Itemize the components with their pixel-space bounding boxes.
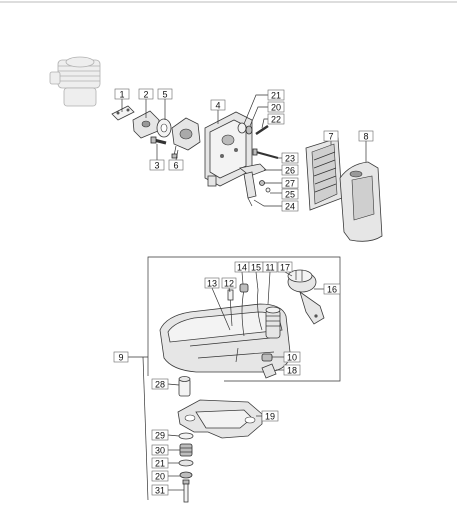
callout-12-label: 12 (224, 279, 234, 289)
callout-16: 16 (314, 283, 341, 295)
part-washer-ring (237, 122, 253, 135)
callout-20-upper: 20 (249, 101, 285, 127)
callout-13: 13 (204, 277, 231, 331)
part-fuel-fitting (261, 353, 277, 379)
callout-10: 10 (272, 351, 301, 363)
part-spring (179, 443, 193, 457)
callout-15-label: 15 (251, 263, 261, 273)
callout-17-label: 17 (280, 263, 290, 273)
engine-reference-image (49, 56, 101, 107)
callout-26: 26 (264, 164, 299, 176)
part-bushing (178, 376, 191, 397)
callout-7: 7 (323, 130, 339, 145)
callout-14-label: 14 (237, 263, 247, 273)
callout-31-label: 31 (155, 486, 165, 496)
callout-10-label: 10 (287, 353, 297, 363)
callout-25: 25 (270, 188, 299, 200)
callout-22: 22 (261, 113, 285, 129)
callout-21-lower-label: 21 (155, 459, 165, 469)
callout-7-label: 7 (328, 132, 333, 142)
callout-20-lower-label: 20 (155, 472, 165, 482)
part-gasket (111, 105, 135, 121)
part-carburetor-gasket (156, 118, 172, 138)
callout-29: 29 (151, 429, 180, 441)
callout-27-label: 27 (285, 179, 295, 189)
part-air-filter-element (305, 137, 343, 211)
callout-15: 15 (248, 261, 264, 291)
part-choke-lever (243, 171, 257, 207)
callout-5-label: 5 (162, 90, 167, 100)
callout-18-label: 18 (287, 366, 297, 376)
callout-23: 23 (278, 152, 299, 164)
callout-11-label: 11 (265, 263, 274, 273)
callout-4: 4 (210, 99, 226, 124)
callout-1: 1 (114, 88, 130, 112)
callout-9-label: 9 (118, 353, 123, 363)
callout-18: 18 (276, 364, 301, 376)
part-fuel-cap (287, 269, 325, 325)
callout-14: 14 (234, 261, 250, 285)
part-air-filter-cover (339, 161, 383, 242)
callout-19-label: 19 (265, 412, 275, 422)
part-screw-upper (255, 124, 269, 136)
part-support-bracket (177, 399, 263, 439)
callout-26-label: 26 (285, 166, 295, 176)
callout-1-label: 1 (119, 90, 124, 100)
callout-8: 8 (358, 130, 374, 162)
fuel-tank-group-frame (147, 256, 341, 382)
callout-28: 28 (151, 378, 180, 390)
callout-27: 27 (264, 177, 299, 189)
callout-22-label: 22 (271, 115, 281, 125)
callout-9: 9 (113, 351, 129, 363)
callout-2-label: 2 (143, 90, 148, 100)
part-lower-bolt (182, 479, 190, 503)
callout-20-upper-label: 20 (271, 103, 281, 113)
part-bolt (150, 136, 167, 145)
callout-24-label: 24 (285, 202, 295, 212)
callout-25-label: 25 (285, 190, 295, 200)
callout-28-label: 28 (155, 380, 165, 390)
part-spring-washer (178, 432, 194, 440)
callout-4-label: 4 (215, 101, 220, 111)
callout-6: 6 (168, 149, 184, 171)
callout-8-label: 8 (363, 132, 368, 142)
callout-19: 19 (256, 410, 279, 422)
part-fuel-tank (159, 303, 291, 373)
part-washer-lower (178, 459, 194, 479)
callout-2: 2 (138, 88, 154, 118)
part-fuel-hoses (227, 283, 263, 363)
callout-29-label: 29 (155, 431, 165, 441)
callout-24: 24 (253, 199, 299, 212)
part-small-nut (259, 180, 271, 193)
callout-21-upper: 21 (243, 89, 285, 125)
callout-5: 5 (157, 88, 173, 120)
callout-3: 3 (149, 144, 165, 171)
callout-13-label: 13 (207, 279, 217, 289)
part-carburetor (171, 117, 201, 159)
callout-20-lower: 20 (151, 470, 180, 482)
callout-30-label: 30 (155, 446, 165, 456)
callout-21-lower: 21 (151, 457, 179, 469)
callout-3-label: 3 (154, 161, 159, 171)
callout-17: 17 (277, 261, 293, 277)
callout-30: 30 (151, 444, 180, 456)
callout-21-upper-label: 21 (271, 91, 281, 101)
callout-23-label: 23 (285, 154, 295, 164)
callout-16-label: 16 (327, 285, 337, 295)
callout-6-label: 6 (173, 161, 178, 171)
callout-11: 11 (262, 261, 278, 305)
callout-31: 31 (151, 484, 184, 496)
callout-9-bracket (142, 356, 149, 501)
callout-12: 12 (221, 277, 237, 293)
part-long-screw (252, 148, 279, 159)
